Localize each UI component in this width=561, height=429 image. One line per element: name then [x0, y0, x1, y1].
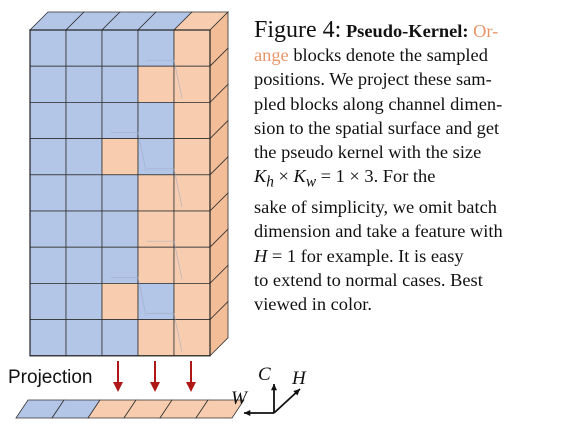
orange-block	[173, 210, 211, 248]
orange-block	[137, 65, 175, 103]
orange-block	[173, 138, 211, 176]
axis-c-arrow-head	[270, 384, 278, 391]
orange-block	[173, 282, 211, 320]
caption-line-11: to extend to normal cases. Best	[254, 269, 483, 290]
projection-arrows	[113, 361, 196, 392]
orange-block	[137, 174, 175, 212]
projected-orange-cell	[195, 399, 245, 419]
caption-line-5: sion to the spatial surface and get	[254, 117, 500, 138]
orange-block	[137, 210, 175, 248]
axis-label-h: H	[292, 368, 306, 389]
caption-orange-word-1: Or-	[473, 21, 499, 41]
blue-block	[29, 65, 67, 103]
caption-text-7: = 1 × 3. For the	[316, 166, 436, 187]
caption-figure-number: Figure 4:	[254, 17, 342, 43]
blue-block	[29, 174, 67, 212]
math-times: ×	[273, 166, 294, 187]
feature-cube	[29, 11, 229, 357]
axis-label-w: W	[231, 388, 247, 409]
caption-text-2: blocks denote the sampled	[288, 45, 488, 66]
math-sub-w: w	[305, 173, 317, 191]
orange-block	[173, 65, 211, 103]
caption-line-7: Kh × Kw = 1 × 3. For the	[254, 164, 554, 195]
blue-block	[65, 102, 103, 140]
depth-guide	[111, 132, 147, 171]
orange-block	[101, 282, 139, 320]
blue-block	[65, 138, 103, 176]
caption-line-10: H = 1 for example. It is easy	[254, 244, 554, 268]
caption-line-12: viewed in color.	[254, 293, 372, 314]
axis-h-arrow-head	[293, 389, 300, 396]
blue-block	[65, 210, 103, 248]
down-arrow-head	[113, 382, 123, 392]
blue-block	[101, 65, 139, 103]
caption-line-1: Figure 4: Pseudo-Kernel: Or-	[254, 18, 554, 43]
caption-line-2: ange blocks denote the sampled	[254, 43, 554, 67]
axes-icon	[244, 384, 301, 417]
blue-block	[65, 319, 103, 357]
math-k2: K	[293, 166, 306, 187]
depth-guide	[147, 59, 183, 99]
blue-block	[29, 319, 67, 357]
blue-block	[101, 319, 139, 357]
orange-block	[173, 246, 211, 284]
orange-block	[137, 319, 175, 357]
caption-line-3: positions. We project these sam-	[254, 69, 492, 90]
blue-block	[101, 29, 139, 67]
down-arrow-head	[150, 382, 160, 392]
blue-block	[29, 102, 67, 140]
blue-block	[29, 210, 67, 248]
blue-block	[101, 174, 139, 212]
orange-block	[173, 174, 211, 212]
axis-w-arrow-head	[244, 409, 251, 417]
blue-block	[65, 65, 103, 103]
caption-line-8: sake of simplicity, we omit batch	[254, 197, 497, 218]
axis-label-c: C	[258, 364, 271, 385]
orange-block	[101, 138, 139, 176]
depth-guide	[147, 240, 183, 280]
blue-block	[29, 29, 67, 67]
caption-text-10: = 1 for example. It is easy	[267, 245, 464, 266]
projection-label: Projection	[8, 367, 93, 388]
blue-block	[29, 246, 67, 284]
depth-guide	[147, 168, 183, 208]
blue-block	[137, 102, 175, 140]
blue-block	[137, 29, 175, 67]
blue-block	[65, 282, 103, 320]
projected-kernel-row	[15, 399, 245, 419]
orange-block	[137, 246, 175, 284]
orange-block	[173, 29, 211, 67]
blue-block	[65, 174, 103, 212]
math-h: H	[254, 245, 268, 266]
blue-block	[65, 246, 103, 284]
blue-block	[29, 282, 67, 320]
orange-block	[173, 319, 211, 357]
caption-line-4: pled blocks along channel dimen-	[254, 93, 503, 114]
blue-block	[101, 102, 139, 140]
cube-front-outline	[29, 29, 211, 357]
math-k: K	[254, 166, 267, 187]
caption-title: Pseudo-Kernel:	[345, 21, 469, 41]
caption-line-6: the pseudo kernel with the size	[254, 142, 482, 163]
blue-block	[101, 210, 139, 248]
depth-guide	[111, 277, 147, 316]
blue-block	[101, 246, 139, 284]
orange-block	[173, 102, 211, 140]
math-sub-h: h	[266, 173, 274, 191]
caption-line-9: dimension and take a feature with	[254, 221, 503, 242]
caption-orange-word-2: ange	[254, 45, 289, 66]
depth-guide	[147, 313, 183, 352]
blue-block	[65, 29, 103, 67]
figure-caption: Figure 4: Pseudo-Kernel: Or- ange blocks…	[254, 18, 554, 316]
down-arrow-head	[186, 382, 196, 392]
blue-block	[29, 138, 67, 176]
